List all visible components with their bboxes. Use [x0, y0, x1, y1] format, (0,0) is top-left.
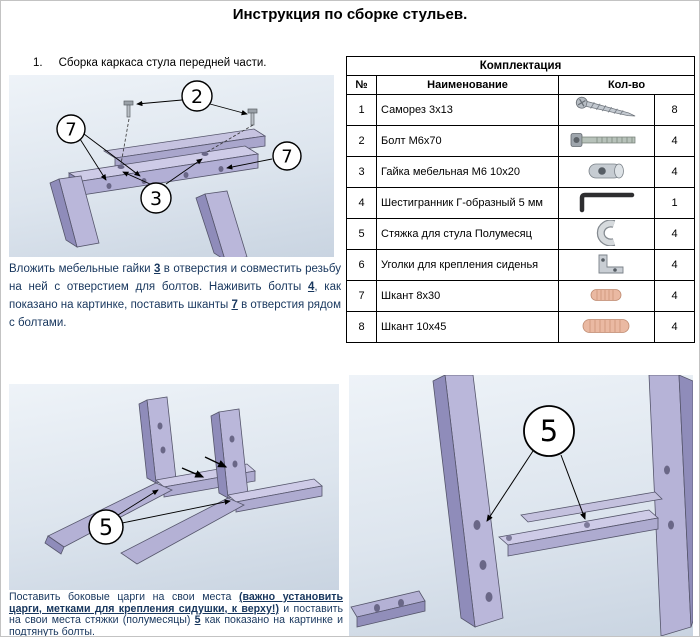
callout-dowel-left-7: 7: [56, 114, 86, 144]
step2-instruction: Поставить боковые царги на свои места (в…: [9, 591, 343, 637]
back-frame-drawing: 5: [350, 374, 694, 636]
table-row: 3 Гайка мебельная М6 10х20 4: [346, 156, 696, 188]
part-ref-bracket: 5: [194, 614, 201, 627]
table-row: 1 Саморез 3х13: [346, 94, 696, 126]
bolt-icon: [570, 132, 635, 147]
side-rails-drawing: 5: [44, 396, 323, 565]
parts-table-title: Комплектация: [345, 56, 696, 76]
instr1-text-2: в отверстия и совместить резьбу на ней с…: [9, 263, 341, 294]
half-moon-bracket-icon: [596, 219, 615, 246]
dowel-icon: [582, 318, 629, 333]
col-header-num: №: [346, 75, 377, 95]
col-header-qty: Кол-во: [557, 75, 696, 95]
barrel-nut-icon: [588, 163, 624, 178]
instr1-text-1: Вложить мебельные гайки: [9, 263, 154, 275]
table-row: 7 Шкант 8х30 4: [346, 280, 696, 312]
side-rails-diagram: 5: [9, 384, 339, 590]
instr1-text-4: в отверстия рядом с болтами.: [9, 299, 341, 330]
instr1-text-3: , как показано на картинке, поставить шк…: [9, 281, 341, 312]
screw-icon: [575, 96, 635, 116]
step1-number: 1.: [33, 57, 43, 69]
bolt-insert-left: [120, 100, 134, 165]
svg-text:7: 7: [65, 120, 76, 141]
front-frame-drawing: 2 7 3 7: [49, 80, 302, 261]
parts-list-table: Комплектация № Наименование Кол-во 1 Сам…: [345, 56, 696, 343]
svg-text:7: 7: [281, 147, 292, 168]
instr2-text-3: как показано на картинке и подтянуть бол…: [9, 614, 343, 637]
table-row: 8 Шкант 10х45 4: [346, 311, 696, 343]
table-row: 5 Стяжка для стула Полумесяц 4: [346, 218, 696, 250]
step1-heading: 1. Сборка каркаса стула передней части.: [33, 57, 266, 69]
instr2-text-2: и поставить на свои места стяжки (полуме…: [9, 602, 343, 627]
svg-text:5: 5: [99, 516, 113, 541]
back-frame-diagram: 5: [349, 374, 694, 636]
table-row: 6 Уголки для крепления сиденья 4: [346, 249, 696, 281]
instr2-emphasis: (важно установить царги, метками для кре…: [9, 591, 343, 615]
table-row: 4 Шестигранник Г-образный 5 мм 1: [346, 187, 696, 219]
corner-bracket-icon: [598, 254, 623, 273]
step1-heading-text: Сборка каркаса стула передней части.: [58, 57, 267, 69]
hex-key-icon: [579, 192, 634, 212]
part-ref-nut: 3: [153, 263, 161, 275]
svg-text:2: 2: [191, 86, 203, 108]
bolt-insert-right: [206, 108, 258, 153]
instr2-text-1: Поставить боковые царги на свои места: [9, 591, 239, 603]
callout-nut-3: 3: [140, 182, 172, 214]
dowel-icon: [590, 288, 621, 301]
col-header-name: Наименование: [376, 75, 559, 95]
svg-text:5: 5: [540, 414, 558, 448]
svg-text:3: 3: [150, 188, 162, 210]
table-row: 2 Болт М6х70 4: [346, 125, 696, 157]
part-ref-bolt: 4: [307, 281, 315, 294]
callout-dowel-right-7: 7: [272, 141, 302, 171]
step1-instruction: Вложить мебельные гайки 3 в отверстия и …: [9, 260, 341, 333]
part-ref-dowel: 7: [231, 299, 238, 312]
callout-bolt-2: 2: [181, 80, 213, 112]
front-frame-assembly-diagram: 2 7 3 7: [9, 75, 334, 261]
callout-bracket-5-back: 5: [523, 405, 575, 457]
callout-bracket-5: 5: [88, 509, 124, 545]
page-title: Инструкция по сборке стульев.: [232, 6, 468, 23]
